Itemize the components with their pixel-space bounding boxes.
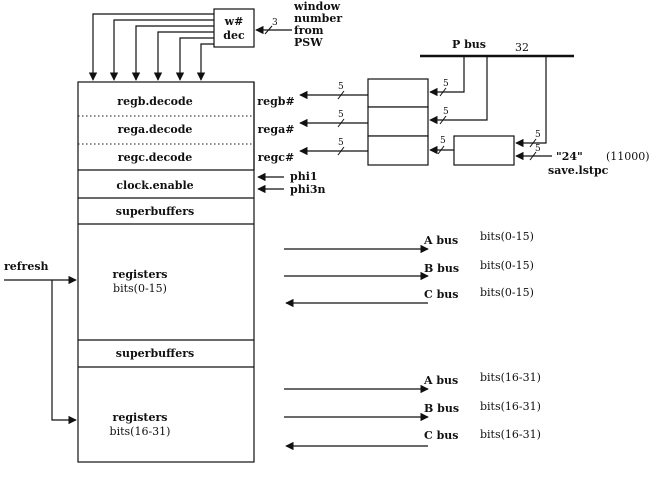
p-bus-width: 32 — [515, 41, 529, 54]
regc-decode-label: regc.decode — [118, 151, 192, 164]
width-label-rega: 5 — [338, 110, 344, 120]
decoder-output-lines — [88, 13, 214, 81]
pipeline-latches — [367, 78, 515, 166]
superbuffers-top-label: superbuffers — [116, 205, 194, 218]
decoder-label-top: w# — [224, 15, 244, 28]
refresh-label: refresh — [4, 260, 49, 273]
rega-decode-label: rega.decode — [118, 123, 193, 136]
b-bus-high-bits: bits(16-31) — [480, 400, 541, 413]
p-bus-label: P bus — [452, 38, 486, 51]
clock-enable-label: clock.enable — [116, 179, 193, 192]
width-label-constant: 5 — [535, 144, 541, 154]
registers-high-title: registers — [113, 411, 168, 424]
phi1-label: phi1 — [290, 170, 318, 183]
window-decoder: w# dec window number from PSW 3 — [213, 0, 342, 49]
buses-high: A bus bits(16-31) B bus bits(16-31) C bu… — [284, 371, 541, 451]
c-bus-high-bits: bits(16-31) — [480, 428, 541, 441]
a-bus-high-bits: bits(16-31) — [480, 371, 541, 384]
buses-low: A bus bits(0-15) B bus bits(0-15) C bus … — [284, 230, 534, 308]
decoder-source-line3: from — [294, 24, 324, 37]
save-lstpc-label: save.lstpc — [548, 164, 609, 177]
decoder-source-line1: window — [293, 0, 341, 13]
decoder-input-tick — [264, 25, 273, 35]
registers-low-title: registers — [113, 268, 168, 281]
p-bus: P bus 32 5 5 5 5 5 — [420, 38, 574, 161]
width-label-regc: 5 — [338, 138, 344, 148]
a-bus-low-bits: bits(0-15) — [480, 230, 534, 243]
regb-decode-label: regb.decode — [117, 95, 192, 108]
constant-source: "24" (11000) save.lstpc — [548, 150, 650, 177]
registers-high-bits: bits(16-31) — [110, 425, 171, 438]
width-label-regb: 5 — [338, 82, 344, 92]
decoder-input-width: 3 — [272, 18, 278, 28]
regb-latch-label: regb# — [257, 95, 294, 108]
rega-latch-label: rega# — [258, 123, 295, 136]
constant-binary: (11000) — [606, 150, 650, 163]
b-bus-low-bits: bits(0-15) — [480, 259, 534, 272]
width-label-pbus-rega: 5 — [443, 107, 449, 117]
decoder-source-line4: PSW — [294, 36, 323, 49]
b-bus-high-label: B bus — [424, 402, 459, 415]
width-label-pbus-regb: 5 — [443, 79, 449, 89]
c-bus-low-label: C bus — [424, 288, 458, 301]
width-label-constant-latch: 5 — [440, 136, 446, 146]
decoder-label-bottom: dec — [223, 29, 245, 42]
registers-low-bits: bits(0-15) — [113, 282, 167, 295]
phi3n-label: phi3n — [290, 183, 326, 196]
clock-inputs: phi1 phi3n — [257, 170, 326, 196]
regc-latch-label: regc# — [258, 151, 294, 164]
latch-connections: 5 5 5 — [299, 82, 368, 156]
superbuffers-bottom-label: superbuffers — [116, 347, 194, 360]
width-label-pbus-regc: 5 — [535, 130, 541, 140]
a-bus-low-label: A bus — [423, 234, 458, 247]
a-bus-high-label: A bus — [423, 374, 458, 387]
refresh-input: refresh — [4, 260, 77, 425]
decoder-source-line2: number — [294, 12, 342, 25]
c-bus-low-bits: bits(0-15) — [480, 286, 534, 299]
register-file: regb.decode rega.decode regc.decode regb… — [77, 81, 295, 463]
constant-value: "24" — [556, 150, 583, 163]
c-bus-high-label: C bus — [424, 429, 458, 442]
b-bus-low-label: B bus — [424, 262, 459, 275]
